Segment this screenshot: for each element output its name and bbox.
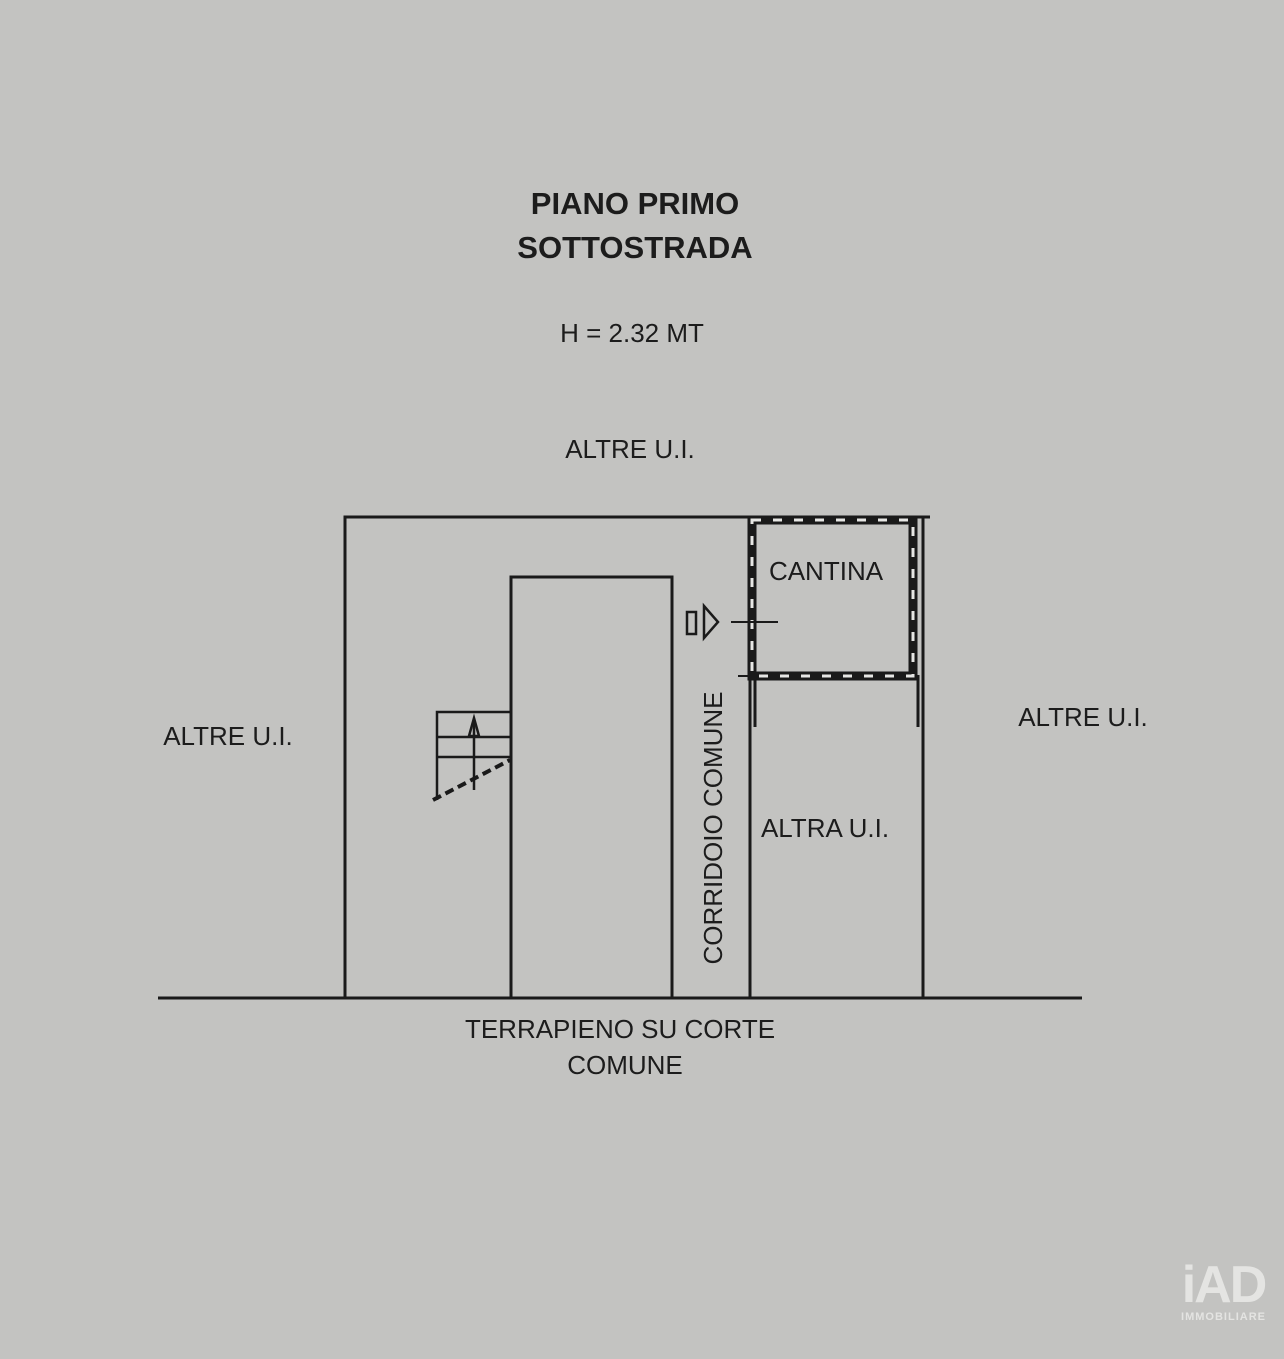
plan-title-line1: PIANO PRIMO [531,186,739,221]
walls [158,515,1082,1000]
cantina-outline [747,515,918,681]
label-bottom-line1: TERRAPIENO SU CORTE [465,1014,775,1044]
logo-subtitle: IMMOBILIARE [1181,1311,1266,1323]
entrance-arrow-icon [685,602,778,677]
label-cantina: CANTINA [769,556,884,586]
staircase-icon [432,710,511,802]
label-right-units: ALTRE U.I. [1018,702,1148,732]
label-altra-unit: ALTRA U.I. [761,813,889,843]
plan-title-line2: SOTTOSTRADA [517,230,752,265]
label-top-units: ALTRE U.I. [565,434,695,464]
height-label: H = 2.32 MT [560,318,704,348]
iad-logo: iAD IMMOBILIARE [1181,1256,1268,1323]
logo-brand: iAD [1181,1256,1268,1314]
label-corridor: CORRIDOIO COMUNE [698,692,728,965]
label-bottom-line2: COMUNE [567,1050,683,1080]
label-left-units: ALTRE U.I. [163,721,293,751]
